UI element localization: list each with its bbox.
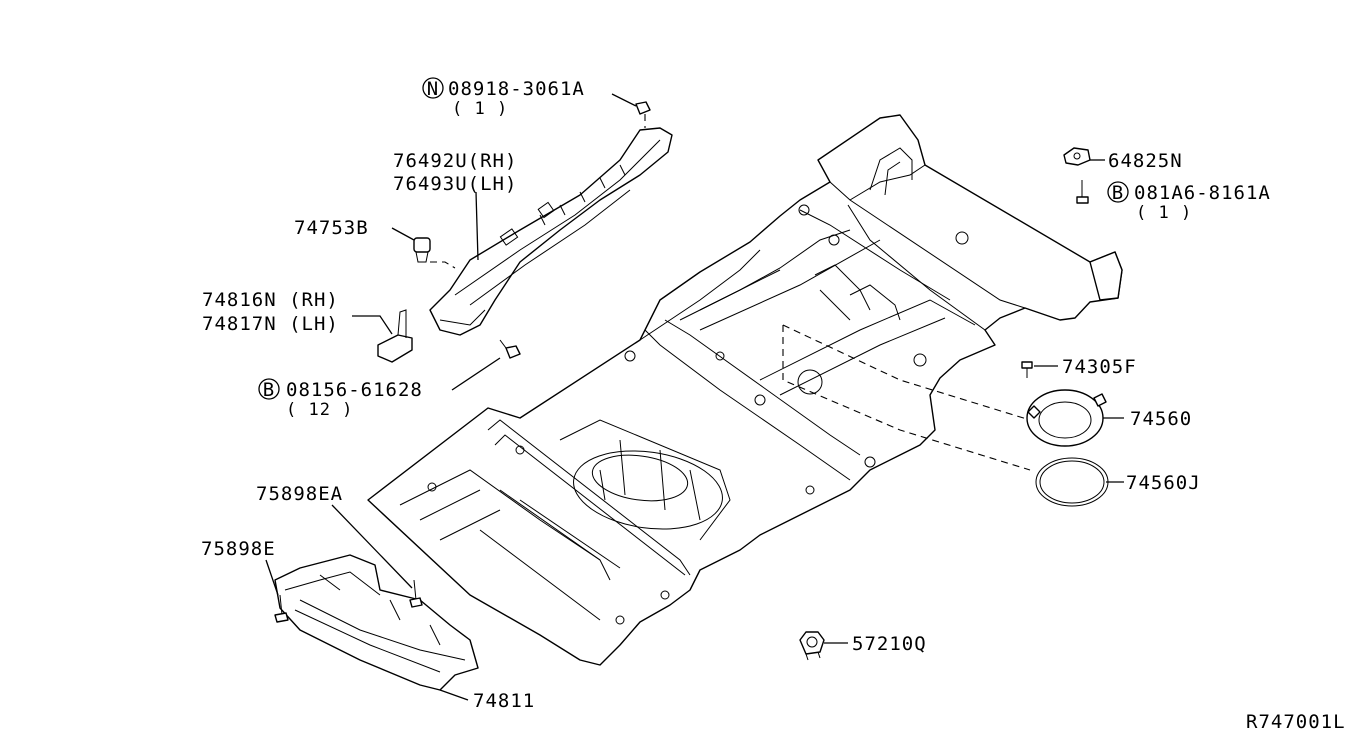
label-64825n: 64825N <box>1108 150 1183 172</box>
label-76493u: 76493U(LH) <box>393 173 517 195</box>
speaker-screw <box>1021 361 1033 378</box>
side-member-extension <box>429 127 673 336</box>
bolt-symbol-icon-right <box>1107 181 1129 203</box>
callout-labels: N 08918-3061A ( 1 ) 76492U(RH) 76493U(LH… <box>201 77 1346 733</box>
label-74305f: 74305F <box>1062 356 1137 378</box>
grommet <box>799 631 825 661</box>
bracket-part <box>377 309 413 363</box>
label-76492u: 76492U(RH) <box>393 150 517 172</box>
bolt-part-right <box>1076 180 1089 204</box>
bolt-part <box>499 339 521 359</box>
qty-08918-3061a: ( 1 ) <box>452 99 508 119</box>
leader-lines <box>265 93 1124 701</box>
nut-symbol-letter: N <box>427 78 439 100</box>
nut-part <box>635 101 651 128</box>
label-74753b: 74753B <box>294 217 369 239</box>
bolt-symbol-icon <box>258 378 280 400</box>
bumper-clip <box>1063 147 1091 166</box>
speaker <box>1026 389 1107 447</box>
label-74560: 74560 <box>1130 408 1192 430</box>
label-74817n: 74817N (LH) <box>202 313 339 335</box>
nut-symbol-icon <box>422 77 444 99</box>
label-74816n: 74816N (RH) <box>202 289 339 311</box>
qty-081a6-8161a: ( 1 ) <box>1136 203 1192 223</box>
label-75898ea: 75898EA <box>256 483 343 505</box>
label-08156-61628: 08156-61628 <box>286 379 423 401</box>
floor-panel-assembly <box>367 114 1123 666</box>
under-cover <box>274 554 479 691</box>
screw-part-e <box>274 594 289 623</box>
bolt-symbol-letter: B <box>263 379 275 401</box>
label-08918-3061a: 08918-3061A <box>448 78 585 100</box>
label-75898e: 75898E <box>201 538 276 560</box>
diagram-id: R747001L <box>1246 711 1346 733</box>
label-57210q: 57210Q <box>852 633 927 655</box>
label-74560j: 74560J <box>1126 472 1201 494</box>
bolt-symbol-letter-right: B <box>1112 182 1124 204</box>
clip-part <box>413 237 456 269</box>
qty-08156-61628: ( 12 ) <box>286 400 353 420</box>
label-081a6-8161a: 081A6-8161A <box>1134 182 1271 204</box>
label-74811: 74811 <box>473 690 535 712</box>
screw-part-ea <box>409 579 423 608</box>
speaker-gasket <box>1035 457 1109 507</box>
